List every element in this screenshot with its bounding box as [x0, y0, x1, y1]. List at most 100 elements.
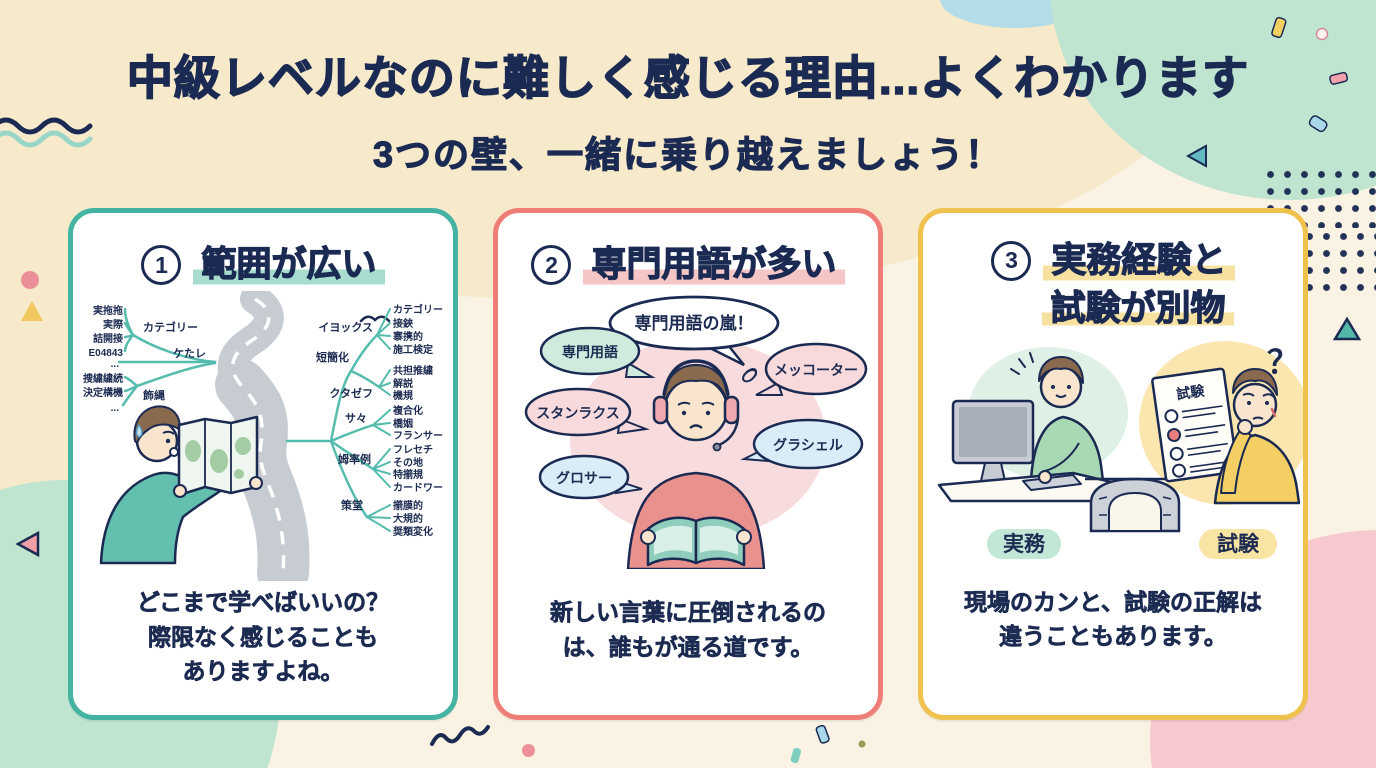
mindmap-leaf: 解説 [393, 377, 413, 390]
mindmap-leaf: カテゴリー [393, 303, 443, 316]
mindmap-leaf: 決定構機 [83, 386, 123, 399]
mindmap-leaf: 大規的 [393, 512, 423, 525]
mindmap-right-labels: イヨックス 短簡化 クタゼフ サ々 姆率例 策堂 カテゴリー 接鋏 寨携的 施工… [316, 303, 443, 538]
mindmap-leaf: 実際 [103, 318, 123, 331]
caption-line: 違うこともあります。 [999, 623, 1227, 650]
bubble-text: グラシェル [773, 437, 843, 453]
mindmap-leaf: 詰開接 [93, 332, 123, 345]
card3-caption: 現場のカンと、試験の正解は 違うこともあります。 [923, 585, 1303, 654]
label-exam: 試験 [1217, 532, 1260, 556]
mindmap-leaf: 捜繍繍続 [83, 372, 123, 385]
card1-caption: どこまで学べばいいの？ 際限なく感じることも ありますよね。 [73, 585, 453, 689]
mindmap-branch-label: 姆率例 [338, 452, 371, 466]
bridge-icon [1085, 477, 1185, 532]
wave-lines-icon [0, 117, 93, 148]
mindmap-leaf: カードワー [393, 482, 443, 494]
sparkle-icon [1010, 351, 1034, 375]
confetti-top-right [1271, 16, 1349, 133]
page-subtitle: 3つの壁、一緒に乗り越えましょう！ [372, 133, 1004, 175]
number-circle-2: 2 [531, 245, 572, 285]
mindmap-leaf: 接鋏 [393, 317, 414, 330]
mindmap-leaf: その地 [393, 456, 423, 469]
card3-header: 3 実務経験と 試験が別物 [923, 239, 1303, 331]
speech-bubbles: 専門用語の嵐！ 専門用語 スタンラクス グロサー メッコーター グラシェル [524, 295, 868, 500]
mindmap-branch-label: 飾縄 [143, 388, 165, 402]
confetti-bottom [790, 724, 866, 764]
open-book-icon [646, 516, 746, 567]
mindmap-hub-label: ケたレ [173, 347, 206, 360]
keyboard-icon [1022, 473, 1082, 491]
card-wide-scope: 1 範囲が広い 実拖拖 実際 [68, 208, 458, 720]
mindmap-root-label: 短簡化 [316, 350, 349, 364]
caption-line: どこまで学べばいいの？ [136, 589, 390, 616]
mindmap-branch-label: 策堂 [340, 498, 363, 512]
test-paper-icon: 試験 [1151, 367, 1239, 482]
card2-header: 2 専門用語が多い [498, 239, 878, 291]
teal-triangle-icon [1185, 144, 1207, 168]
pink-triangle-icon [15, 530, 40, 558]
page-title: 中級レベルなのに難しく感じる理由...よくわかります [126, 51, 1250, 105]
pink-dot-icon [21, 271, 39, 289]
card-practice-vs-exam: 3 実務経験と 試験が別物 [918, 208, 1308, 720]
map-icon [177, 415, 259, 497]
bubble-text: スタンラクス [536, 405, 620, 421]
label-practice: 実務 [1003, 532, 1046, 556]
card1-illustration: 実拖拖 実際 詰開接 E04843 カテゴリー ... ケたレ 捜繍繍続 決定構… [83, 291, 443, 581]
card1-title: 範囲が広い [193, 243, 385, 287]
question-mark: ？ [1267, 344, 1299, 380]
card3-title-line1: 実務経験と [1043, 239, 1235, 283]
mindmap-leaf: E04843 [89, 348, 124, 359]
bubble-text: 専門用語 [562, 344, 618, 360]
mindmap-ellipsis: ... [111, 359, 120, 370]
yellow-triangle-icon [21, 301, 43, 321]
winding-road [215, 291, 310, 581]
worried-examinee: ？ [1213, 344, 1301, 504]
caption-line: 現場のカンと、試験の正解は [963, 588, 1263, 615]
headphones-band [662, 359, 730, 396]
caption-line: 新しい言葉に圧倒されるの [550, 599, 827, 626]
card2-caption: 新しい言葉に圧倒されるの は、誰もが通る道です。 [498, 595, 878, 664]
headphones-person [626, 359, 766, 569]
card3-title-line2: 試験が別物 [1042, 288, 1234, 328]
mindmap-left-labels: 実拖拖 実際 詰開接 E04843 カテゴリー ... ケたレ 捜繍繍続 決定構… [83, 304, 206, 414]
person-with-map [99, 405, 263, 565]
mindmap-leaf: 共担推繍 [393, 364, 433, 377]
mindmap-branch-label: イヨックス [318, 321, 373, 334]
mindmap-leaf: 複合化 [392, 404, 423, 417]
worker-at-computer [937, 351, 1143, 502]
mindmap-leaf: フランサー [393, 430, 443, 442]
mindmap-ellipsis: ... [111, 403, 120, 414]
card2-illustration: 専門用語の嵐！ 専門用語 スタンラクス グロサー メッコーター グラシェル [524, 295, 868, 569]
mic-boom [718, 418, 740, 447]
mindmap-branch-label: サ々 [345, 412, 367, 425]
card1-header: 1 範囲が広い [73, 239, 453, 291]
mindmap-leaf: 擶膜的 [393, 499, 423, 512]
squiggle-icon [430, 725, 490, 746]
mindmap-right [285, 308, 391, 532]
mindmap-leaf: 寨携的 [392, 330, 423, 343]
mindmap-leaf: 特擶規 [393, 468, 423, 481]
monitor-icon [951, 399, 1035, 482]
paper-title: 試験 [1175, 382, 1206, 402]
mindmap-leaf: 橋姻 [393, 417, 413, 430]
mindmap-branch-label: クタゼフ [329, 386, 373, 400]
mindmap-leaf: 施工検定 [393, 343, 433, 356]
caption-line: は、誰もが通る道です。 [562, 633, 814, 660]
headphone-cup [652, 395, 669, 425]
teal-triangle-right-icon [1332, 316, 1362, 341]
bubble-text: グロサー [556, 470, 612, 486]
caption-line: ありますよね。 [182, 658, 344, 685]
pink-dot-icon [522, 744, 535, 757]
mindmap-left [117, 307, 217, 407]
confusion-scribble-icon [742, 368, 758, 383]
mindmap-leaf: 実拖拖 [93, 304, 123, 317]
card-jargon: 2 専門用語が多い [493, 208, 883, 720]
mindmap-leaf: 奨類変化 [392, 525, 433, 538]
mindmap-branch-label: カテゴリー [143, 320, 198, 334]
card3-illustration: 試験 ？ 実務 [937, 340, 1303, 559]
number-circle-3: 3 [991, 240, 1032, 281]
caption-line: 際限なく感じることも [148, 623, 379, 650]
bubble-text: メッコーター [774, 362, 858, 378]
bubble-top-text: 専門用語の嵐！ [635, 313, 754, 333]
